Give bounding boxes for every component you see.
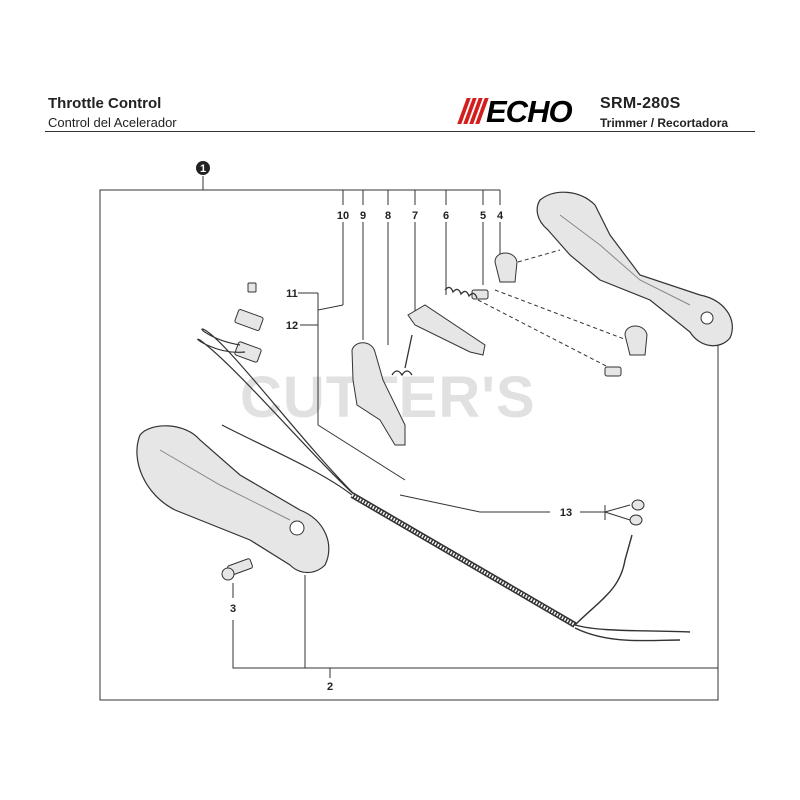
header-left: Throttle Control Control del Acelerador (48, 95, 177, 130)
nut-part (629, 499, 645, 526)
callout-10: 10 (337, 210, 349, 222)
callout-11: 11 (286, 288, 298, 300)
lower-handle-detail (159, 449, 291, 521)
callout-6: 6 (443, 210, 449, 222)
callout-8: 8 (385, 210, 391, 222)
callout-2: 2 (327, 681, 333, 693)
bracket-lines (99, 176, 719, 701)
upper-handle-hole (700, 311, 714, 325)
header-rule (45, 131, 755, 132)
clamp-part (494, 252, 648, 356)
page-title: Throttle Control (48, 95, 162, 112)
callout-13: 13 (560, 507, 572, 519)
stop-switch-wire (197, 328, 361, 501)
callout-1: 1 (200, 163, 206, 175)
bolt-part (247, 282, 622, 377)
callout-1-marker (196, 161, 210, 175)
spring-part (444, 286, 478, 299)
upper-handle-part (536, 191, 733, 347)
lower-handle-part (136, 425, 330, 574)
stop-switch-part (234, 341, 262, 363)
screw-part (221, 558, 253, 581)
lockout-lever-part (407, 304, 486, 356)
callout-4: 4 (497, 210, 504, 222)
cable-ends-part (574, 534, 691, 642)
throttle-trigger-part (351, 342, 406, 446)
torsion-spring-part (391, 334, 413, 377)
callout-5: 5 (480, 210, 486, 222)
page-subtitle: Control del Acelerador (48, 115, 177, 130)
callout-7: 7 (412, 210, 418, 222)
model-subtitle: Trimmer / Recortadora (600, 116, 729, 130)
header-right: SRM-280S Trimmer / Recortadora (600, 95, 728, 130)
throttle-cable-part (221, 424, 353, 496)
brand-name: ECHO (486, 94, 573, 129)
callout-12: 12 (286, 320, 298, 332)
model-number: SRM-280S (600, 95, 681, 112)
switch-plate-part (234, 309, 264, 331)
echo-logo: ECHO (457, 94, 593, 129)
upper-handle-detail (559, 214, 691, 306)
callout-9: 9 (360, 210, 366, 222)
lower-handle-hole (289, 520, 305, 536)
callout-3: 3 (230, 603, 236, 615)
